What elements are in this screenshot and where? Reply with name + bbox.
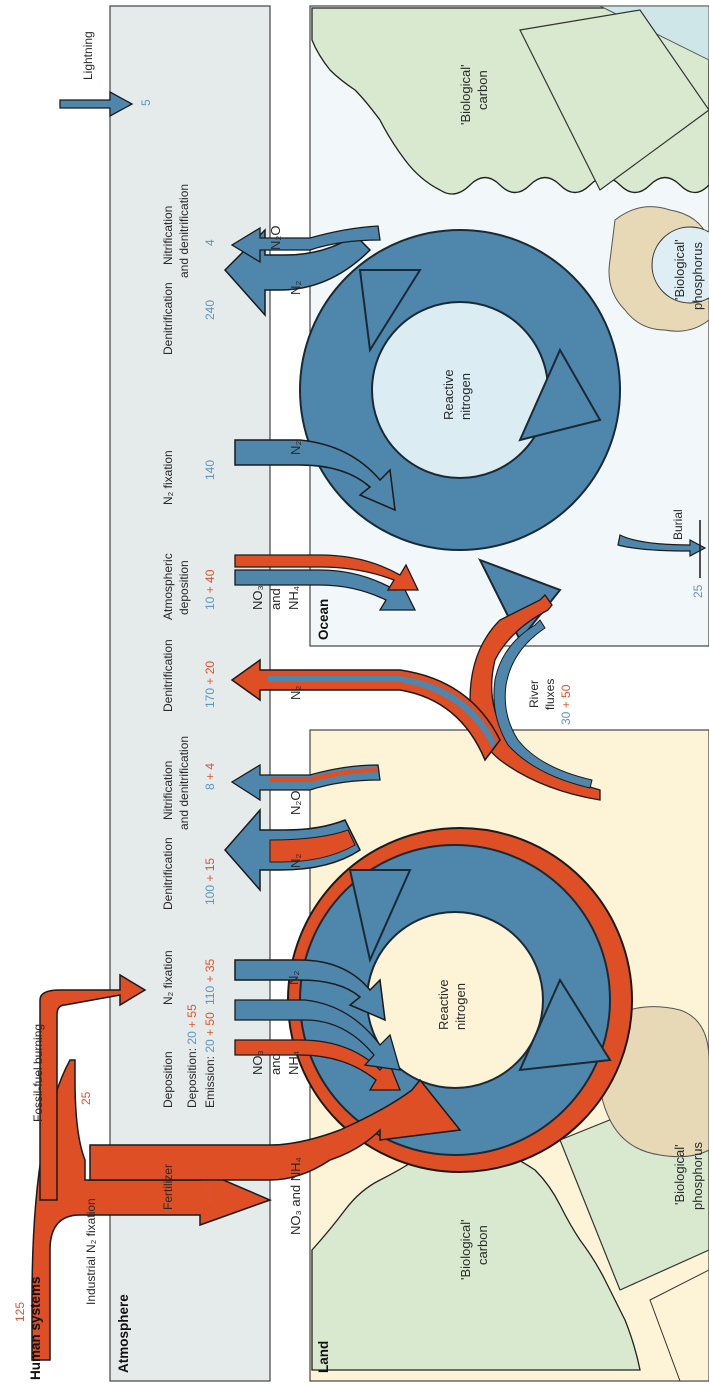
ocean-nitrification-label-2: and denitrification — [177, 184, 191, 278]
land-denitrification-arrow — [224, 808, 361, 892]
industrial-fixation-arrow — [31, 1059, 462, 1361]
land-reactive-label-1: Reactive — [436, 979, 451, 1030]
ocean-biological-phosphorus — [608, 206, 709, 332]
land-nh4-label: NH₄ — [286, 1051, 301, 1075]
human-systems-title: Human systems — [28, 1276, 43, 1380]
deposition-line2: Emission: 20 + 50 — [203, 1012, 217, 1108]
ocean-denitrification-label: Denitrification — [161, 282, 175, 355]
ocean-bio-carbon-label-1: 'Biological' — [458, 64, 473, 125]
river-values: 30 + 50 — [559, 684, 573, 725]
industrial-value: 125 — [13, 1302, 27, 1322]
ocean-denitrification-value: 240 — [203, 300, 217, 320]
ocean-nitrification-label-1: Nitrification — [161, 206, 175, 265]
deposition-line1: Deposition: 20 + 55 — [185, 1004, 199, 1108]
ocean-no3-label: NO₃ — [250, 585, 265, 610]
river-flux-ribbon — [469, 593, 601, 801]
land-nitrification-label-1: Nitrification — [161, 761, 175, 820]
land-denit2-n2-label: N₂ — [288, 686, 303, 700]
ocean-n2-fixation-label: N₂ fixation — [161, 450, 175, 505]
river-label-1: River — [527, 680, 541, 708]
fertilizer-label: Fertilizer — [161, 1164, 175, 1210]
ocean-reactive-label-2: nitrogen — [458, 373, 473, 420]
fossil-fuel-arrow — [39, 973, 147, 1201]
land-deposition-arrow — [234, 999, 401, 1091]
land-bio-carbon-label-1: 'Biological' — [458, 1219, 473, 1280]
fertilizer-value: 100 — [201, 1185, 215, 1205]
land-bio-phos-label-1: 'Biological' — [672, 1144, 687, 1205]
land-nitrification-arrow — [230, 763, 381, 802]
land-denitrification2-values: 170 + 20 — [203, 661, 217, 708]
land-n2-label: N₂ — [286, 971, 301, 985]
land-bio-carbon-label-2: carbon — [475, 1225, 490, 1265]
land-denitrification2-label: Denitrification — [161, 639, 175, 712]
ocean-title: Ocean — [316, 599, 331, 640]
ocean-bio-carbon-label-2: carbon — [475, 70, 490, 110]
land-no3-nh4-label: NO₃ and NH₄ — [288, 1157, 303, 1235]
land-n2-fixation-arrow — [234, 959, 386, 1022]
ocean-nitrification-arrow — [230, 225, 381, 264]
ocean-atm-dep-values: 10 + 40 — [203, 569, 217, 610]
land-denitrification-label: Denitrification — [161, 837, 175, 910]
land-denit-n2-label: N₂ — [288, 854, 303, 868]
land-denitrification-values: 100 + 15 — [203, 858, 217, 905]
land-title: Land — [316, 1341, 331, 1373]
ocean-bio-phos-label-1: 'Biological' — [672, 239, 687, 300]
ocean-denit-n2-label: N₂ — [288, 281, 303, 295]
land-bio-phos-label-2: phosphorus — [690, 1142, 705, 1210]
burial-label: Burial — [671, 509, 685, 540]
industrial-label: Industrial N₂ fixation — [84, 1198, 98, 1305]
land-nitrification-values: 8 + 4 — [203, 763, 217, 790]
ocean-n2-fixation-arrow — [234, 439, 396, 512]
ocean-and-label: and — [268, 588, 283, 610]
land-n2-fixation-label: N₂ fixation — [161, 950, 175, 1005]
deposition-label: Deposition — [161, 1051, 175, 1108]
land-n2-fixation-values: 110 + 35 — [203, 959, 217, 1006]
lightning-value: 5 — [139, 99, 153, 106]
atmosphere-title: Atmosphere — [116, 1294, 131, 1373]
ocean-deposition-arrow — [234, 554, 420, 611]
burial-value: 25 — [691, 584, 705, 598]
ocean-n2-fixation-value: 140 — [203, 460, 217, 480]
lightning-label: Lightning — [81, 31, 95, 80]
ocean-n2-label: N₂ — [288, 441, 303, 455]
ocean-denitrification-arrow — [223, 228, 372, 317]
ocean-reactive-nitrogen-pool — [299, 229, 621, 642]
burial-arrow — [617, 520, 707, 578]
land-reactive-label-2: nitrogen — [453, 983, 468, 1030]
river-label-2: fluxes — [543, 679, 557, 710]
fossil-value: 25 — [79, 1091, 93, 1105]
land-denitrification2-arrow — [230, 658, 501, 762]
ocean-reactive-label-1: Reactive — [441, 369, 456, 420]
land-and-label: and — [268, 1053, 283, 1075]
land-nitrification-label-2: and denitrification — [177, 736, 191, 830]
ocean-nitrification-value: 4 — [203, 239, 217, 246]
ocean-atm-dep-label-1: Atmospheric — [161, 553, 175, 620]
ocean-atm-dep-label-2: deposition — [177, 560, 191, 615]
land-n2o-label: N₂O — [288, 790, 303, 815]
ocean-n2o-label: N₂O — [268, 225, 283, 250]
land-no3-label: NO₃ — [250, 1050, 265, 1075]
fossil-label: Fossil-fuel burning — [31, 1024, 45, 1122]
ocean-biological-carbon — [311, 5, 709, 195]
ocean-nh4-label: NH₄ — [286, 586, 301, 610]
lightning-arrow — [59, 90, 134, 118]
ocean-bio-phos-label-2: phosphorus — [690, 242, 705, 310]
